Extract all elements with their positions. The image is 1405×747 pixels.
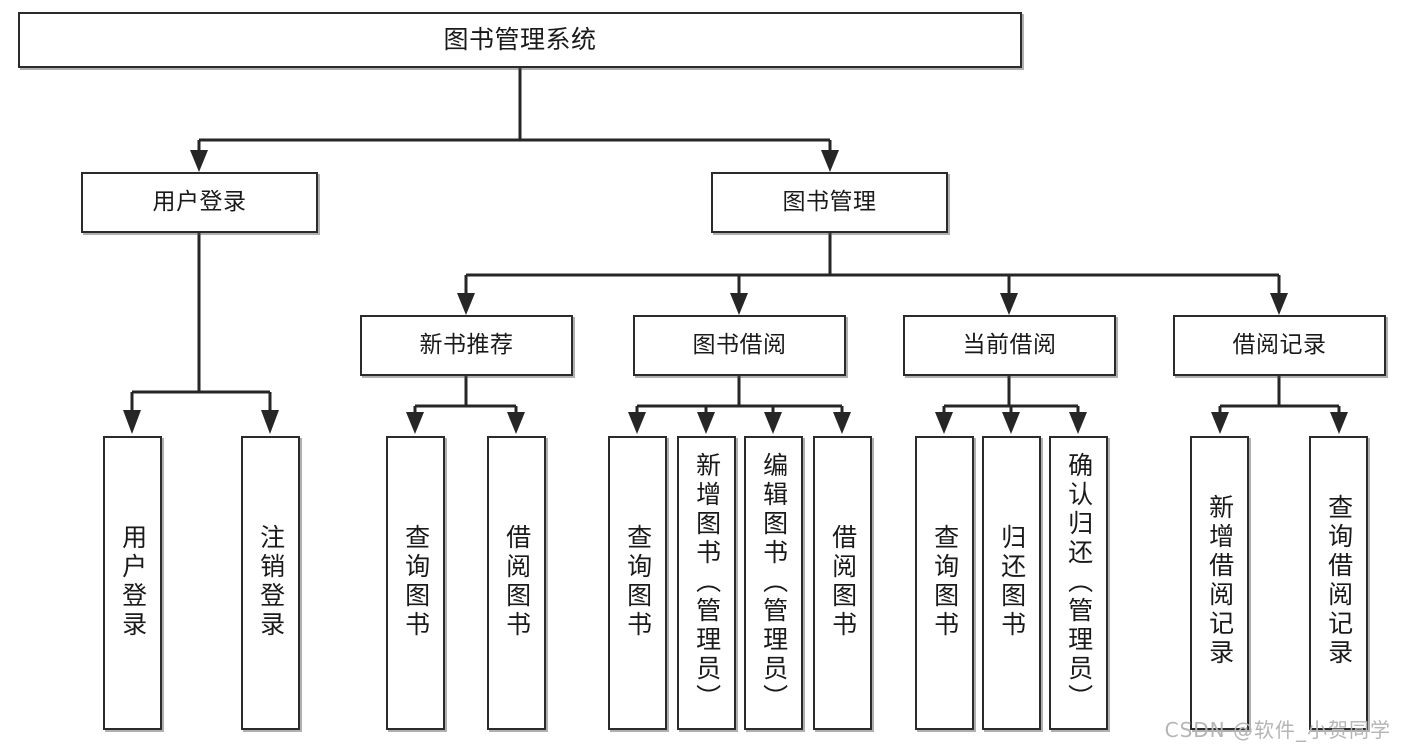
leaf-add-book-admin[interactable]: 新增图书（管理员） [677, 436, 736, 730]
node-book-borrow[interactable]: 图书借阅 [633, 315, 846, 376]
node-label: 编辑图书（管理员） [759, 452, 789, 713]
node-label: 图书借阅 [692, 331, 787, 358]
leaf-logout-login[interactable]: 注销登录 [241, 436, 300, 730]
node-label: 查询借阅记录 [1324, 494, 1354, 668]
node-label: 图书管理系统 [443, 25, 597, 55]
leaf-user-login[interactable]: 用户登录 [103, 436, 162, 730]
leaf-edit-book-admin[interactable]: 编辑图书（管理员） [744, 436, 803, 730]
node-label: 用户登录 [118, 524, 148, 640]
node-label: 查询图书 [401, 524, 431, 640]
node-new-book-recommend[interactable]: 新书推荐 [360, 315, 573, 376]
node-label: 新书推荐 [419, 331, 514, 358]
leaf-borrow-book-borrow[interactable]: 借阅图书 [813, 436, 872, 730]
node-root-system[interactable]: 图书管理系统 [18, 12, 1022, 68]
leaf-add-borrow-record[interactable]: 新增借阅记录 [1190, 436, 1249, 730]
node-label: 用户登录 [152, 188, 247, 215]
node-label: 注销登录 [256, 524, 286, 640]
node-book-management[interactable]: 图书管理 [711, 172, 948, 233]
node-label: 确认归还（管理员） [1064, 452, 1094, 713]
node-label: 图书管理 [782, 188, 877, 215]
node-label: 借阅图书 [502, 524, 532, 640]
node-label: 借阅图书 [828, 524, 858, 640]
node-label: 查询图书 [930, 524, 960, 640]
leaf-return-book[interactable]: 归还图书 [982, 436, 1041, 730]
leaf-confirm-return-admin[interactable]: 确认归还（管理员） [1049, 436, 1108, 730]
leaf-query-book-borrow[interactable]: 查询图书 [608, 436, 667, 730]
node-label: 借阅记录 [1232, 331, 1327, 358]
csdn-watermark: CSDN @软件_小贺同学 [1164, 718, 1391, 742]
node-label: 查询图书 [623, 524, 653, 640]
node-label: 新增图书（管理员） [692, 452, 722, 713]
node-user-login[interactable]: 用户登录 [81, 172, 318, 233]
leaf-borrow-book-recommend[interactable]: 借阅图书 [487, 436, 546, 730]
node-label: 归还图书 [997, 524, 1027, 640]
node-borrow-record[interactable]: 借阅记录 [1173, 315, 1386, 376]
leaf-query-borrow-record[interactable]: 查询借阅记录 [1309, 436, 1368, 730]
leaf-query-book-recommend[interactable]: 查询图书 [386, 436, 445, 730]
leaf-query-book-current[interactable]: 查询图书 [915, 436, 974, 730]
node-label: 新增借阅记录 [1205, 494, 1235, 668]
node-current-borrow[interactable]: 当前借阅 [903, 315, 1116, 376]
node-label: 当前借阅 [962, 331, 1057, 358]
